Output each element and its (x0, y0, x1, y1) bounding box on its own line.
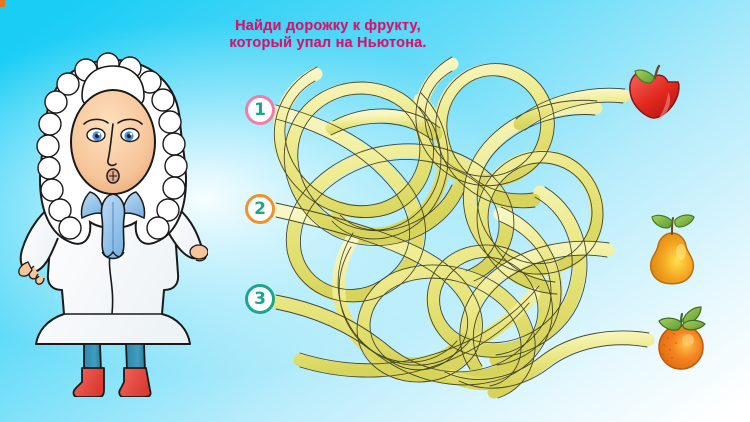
maze-start-node-3[interactable]: 3 (245, 284, 275, 314)
goal-orange (658, 306, 706, 370)
maze-start-node-2-label: 2 (254, 198, 266, 219)
newton-cravat (80, 191, 146, 260)
newton-face (70, 89, 156, 195)
maze-start-node-1-label: 1 (254, 99, 266, 120)
newton-eyes (86, 127, 140, 143)
newton-boots (72, 367, 152, 397)
maze-start-node-3-label: 3 (254, 288, 266, 309)
maze-start-node-1[interactable]: 1 (245, 95, 275, 125)
page-title: Найди дорожку к фрукту, который упал на … (229, 18, 427, 51)
corner-marker (0, 0, 5, 7)
maze-start-node-2[interactable]: 2 (245, 194, 275, 224)
goal-pear (649, 214, 695, 285)
newton-character (18, 52, 208, 397)
goal-apple (629, 64, 680, 120)
